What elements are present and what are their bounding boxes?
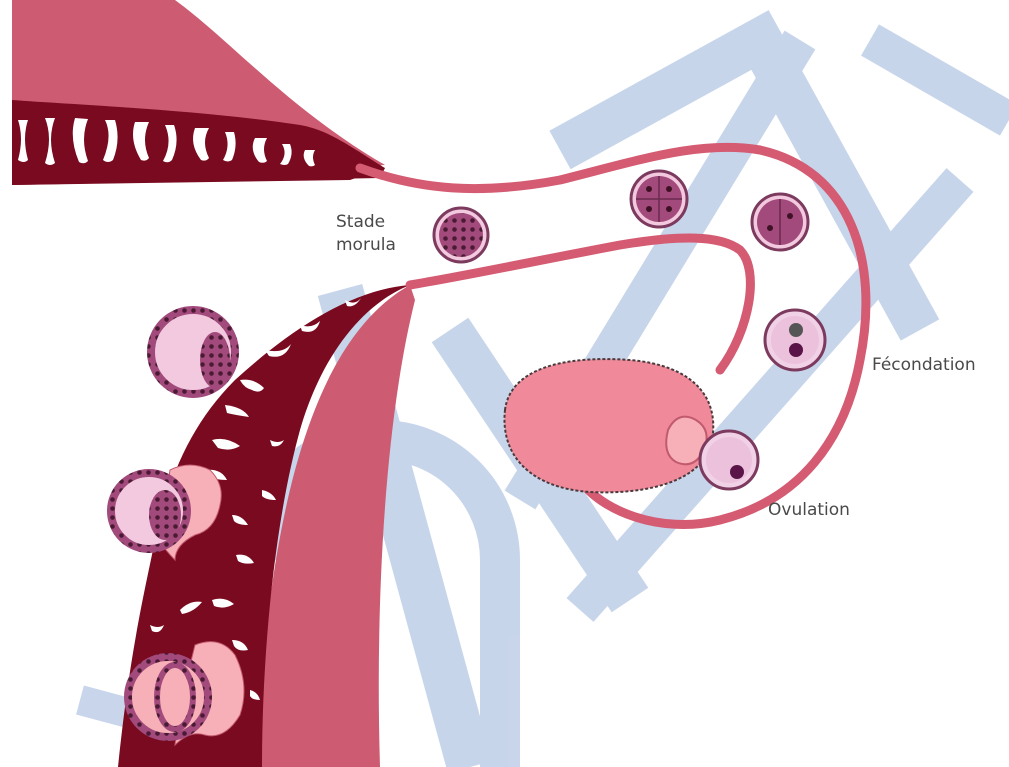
uterus-upper-wall xyxy=(12,0,385,185)
label-fecondation: Fécondation xyxy=(872,354,976,377)
label-morula: Stade morula xyxy=(336,211,396,257)
blastocyst xyxy=(151,310,235,394)
label-morula-line2: morula xyxy=(336,234,396,257)
blastocyst xyxy=(128,657,208,737)
two-cell-embryo xyxy=(752,194,808,250)
fertilized-oocyte xyxy=(765,310,825,370)
label-morula-line1: Stade xyxy=(336,211,396,234)
ovulated-oocyte xyxy=(700,431,758,489)
four-cell-embryo xyxy=(631,171,687,227)
label-ovulation: Ovulation xyxy=(768,499,850,522)
morula-cell xyxy=(434,208,488,262)
blastocyst xyxy=(111,473,187,549)
ovary xyxy=(504,359,713,492)
